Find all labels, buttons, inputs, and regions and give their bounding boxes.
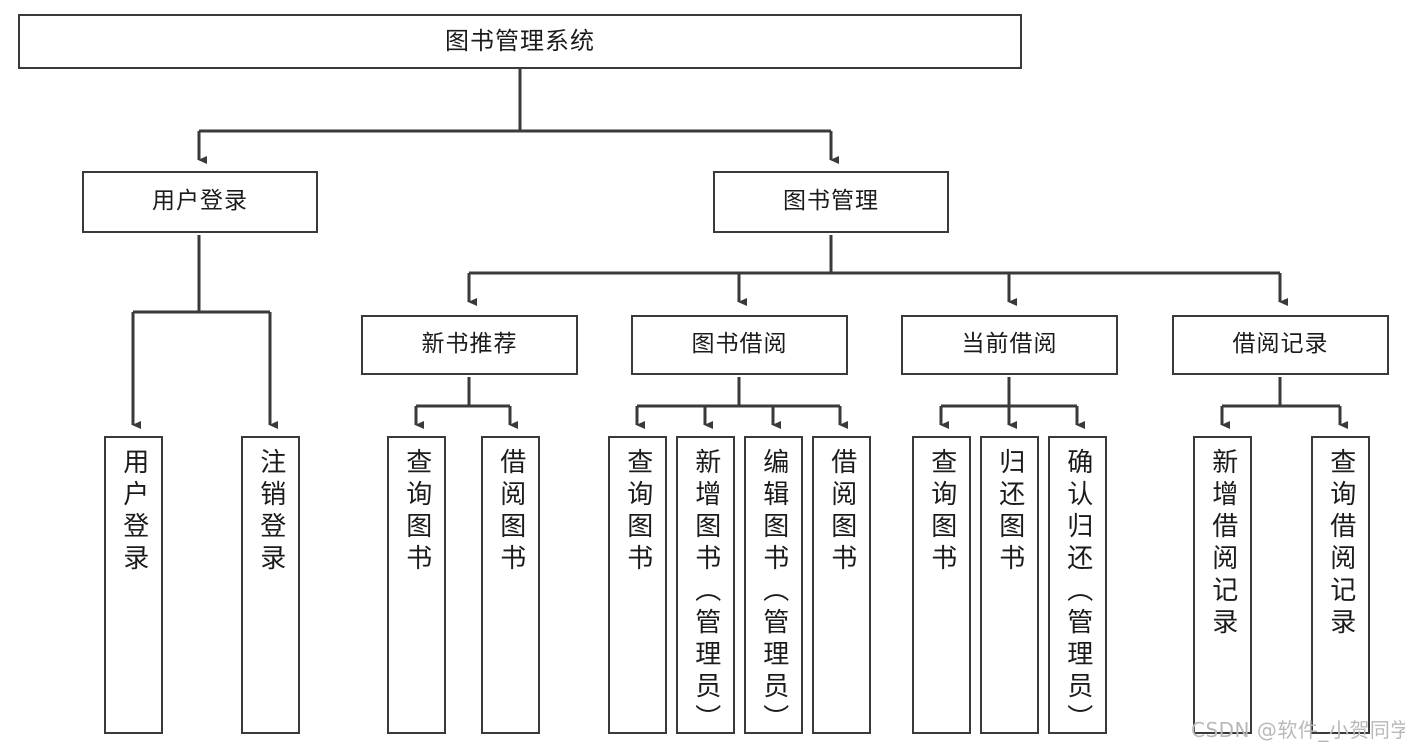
csdn-watermark: CSDN @软件_小贺同学 (1191, 718, 1405, 742)
leaf-new-book-borrow[interactable]: 借阅图书 (481, 436, 540, 734)
node-label: 当前借阅 (961, 331, 1058, 358)
node-label: 新增借阅记录 (1207, 448, 1238, 640)
node-label: 注销登录 (255, 448, 286, 576)
leaf-current-borrow-query[interactable]: 查询图书 (912, 436, 971, 734)
leaf-book-borrow-query[interactable]: 查询图书 (608, 436, 667, 734)
leaf-book-borrow-add[interactable]: 新增图书（管理员） (676, 436, 735, 736)
node-book-management[interactable]: 图书管理 (713, 171, 949, 233)
node-label: 查询借阅记录 (1325, 448, 1356, 640)
node-current-borrow[interactable]: 当前借阅 (901, 315, 1118, 375)
node-label: 图书管理 (783, 188, 879, 215)
node-label: 查询图书 (401, 448, 432, 576)
leaf-user-login-logout[interactable]: 注销登录 (241, 436, 300, 734)
node-label: 确认归还（管理员） (1062, 448, 1093, 736)
leaf-borrow-record-query[interactable]: 查询借阅记录 (1311, 436, 1370, 734)
node-borrow-record[interactable]: 借阅记录 (1172, 315, 1389, 375)
leaf-book-borrow-borrow[interactable]: 借阅图书 (812, 436, 871, 734)
leaf-borrow-record-add[interactable]: 新增借阅记录 (1193, 436, 1252, 734)
node-label: 查询图书 (622, 448, 653, 576)
leaf-user-login-login[interactable]: 用户登录 (104, 436, 163, 734)
leaf-new-book-query[interactable]: 查询图书 (387, 436, 446, 734)
leaf-book-borrow-edit[interactable]: 编辑图书（管理员） (744, 436, 803, 736)
node-book-borrow[interactable]: 图书借阅 (631, 315, 848, 375)
node-label: 新增图书（管理员） (690, 448, 721, 736)
node-label: 新书推荐 (421, 331, 518, 358)
node-label: 归还图书 (994, 448, 1025, 576)
node-label: 用户登录 (152, 188, 248, 215)
leaf-current-borrow-return[interactable]: 归还图书 (980, 436, 1039, 734)
node-label: 编辑图书（管理员） (758, 448, 789, 736)
node-label: 借阅记录 (1232, 331, 1329, 358)
node-label: 图书管理系统 (445, 27, 595, 56)
node-root-system[interactable]: 图书管理系统 (18, 14, 1022, 69)
leaf-current-borrow-confirm-return[interactable]: 确认归还（管理员） (1048, 436, 1107, 736)
node-label: 借阅图书 (826, 448, 857, 576)
node-label: 查询图书 (926, 448, 957, 576)
node-label: 借阅图书 (495, 448, 526, 576)
node-new-book-recommend[interactable]: 新书推荐 (361, 315, 578, 375)
node-label: 图书借阅 (691, 331, 788, 358)
node-user-login[interactable]: 用户登录 (82, 171, 318, 233)
node-label: 用户登录 (118, 448, 149, 576)
